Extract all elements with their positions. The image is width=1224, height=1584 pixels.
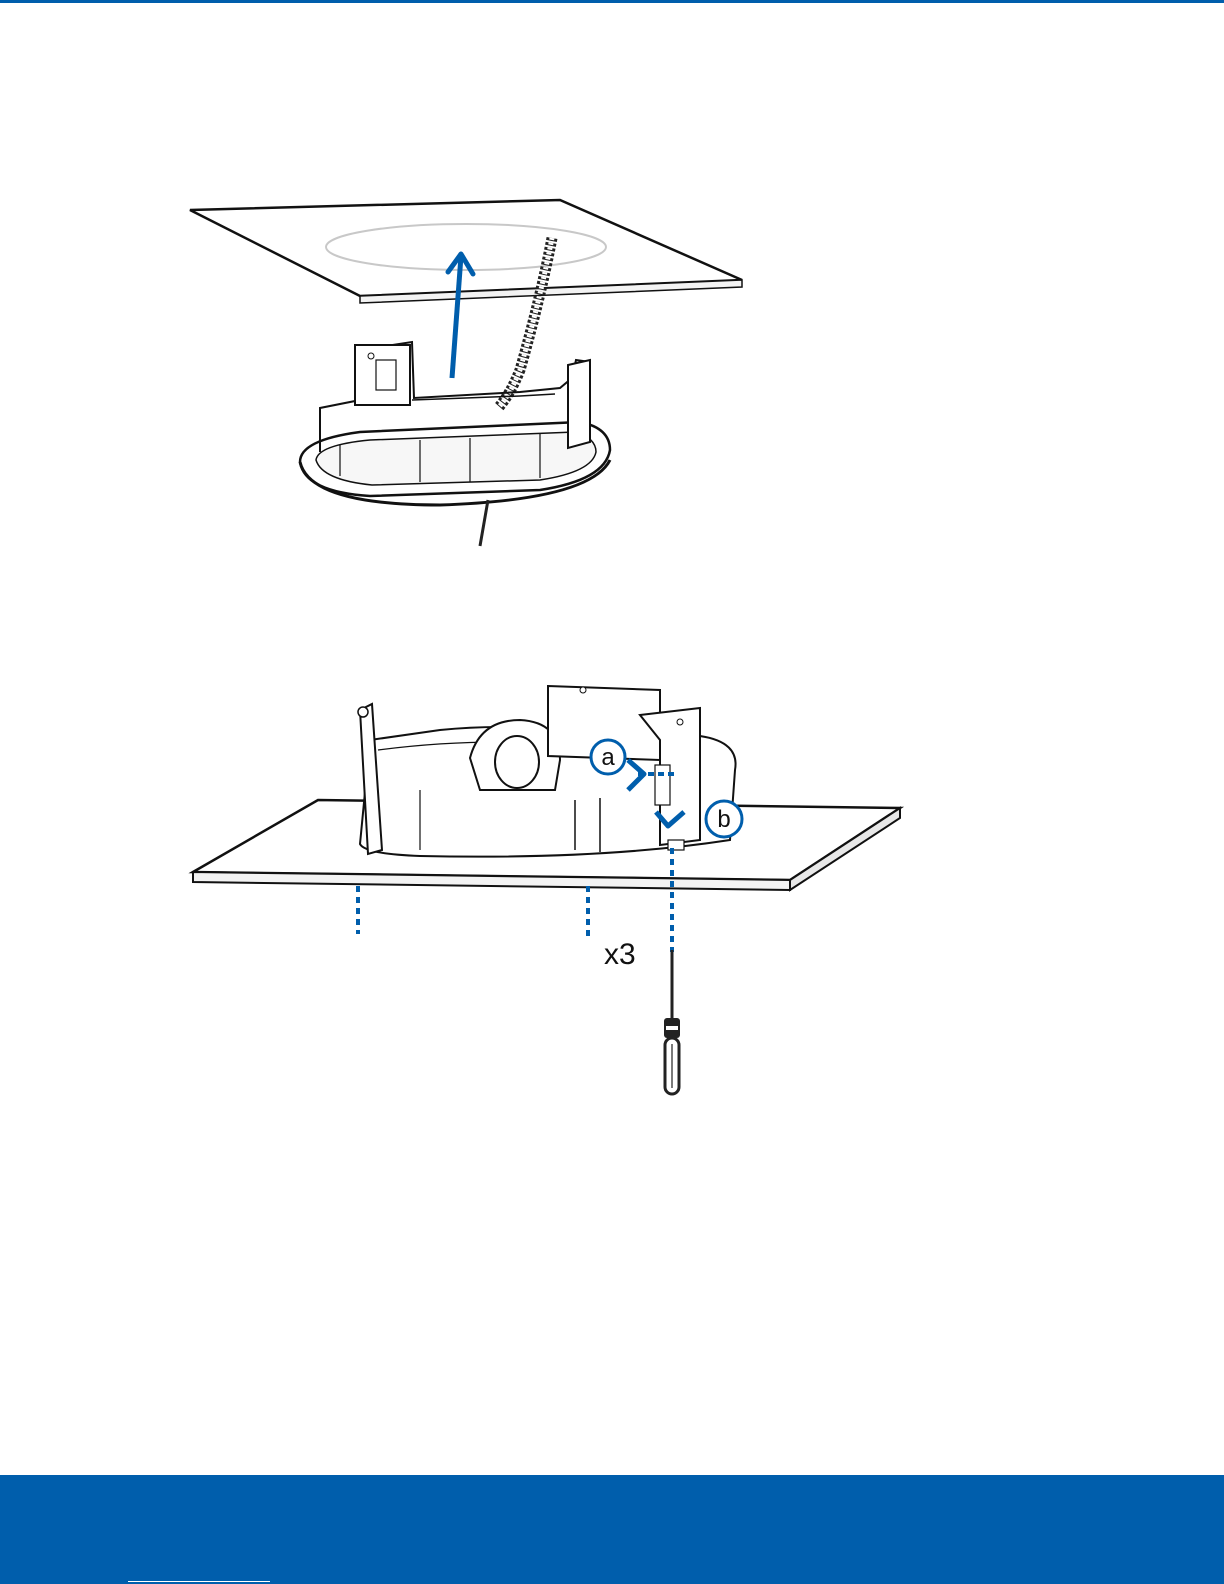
quantity-label: x3 bbox=[604, 938, 636, 971]
ceiling-tile-icon bbox=[190, 200, 742, 303]
screwdriver-icon bbox=[664, 950, 680, 1094]
secure-mount-illustration: a b x3 bbox=[0, 660, 1224, 1120]
lift-mount-illustration bbox=[0, 160, 1224, 580]
callout-a: a bbox=[591, 740, 625, 774]
mount-bracket-icon bbox=[358, 686, 736, 857]
footer-link[interactable] bbox=[128, 1568, 270, 1582]
callout-b: b bbox=[706, 801, 742, 837]
figure-secure-mount-with-screws: a b x3 bbox=[0, 660, 1224, 1120]
callout-a-label: a bbox=[601, 744, 615, 771]
callout-b-label: b bbox=[717, 806, 730, 833]
top-rule bbox=[0, 0, 1224, 3]
figure-lift-mount-into-ceiling bbox=[0, 160, 1224, 580]
